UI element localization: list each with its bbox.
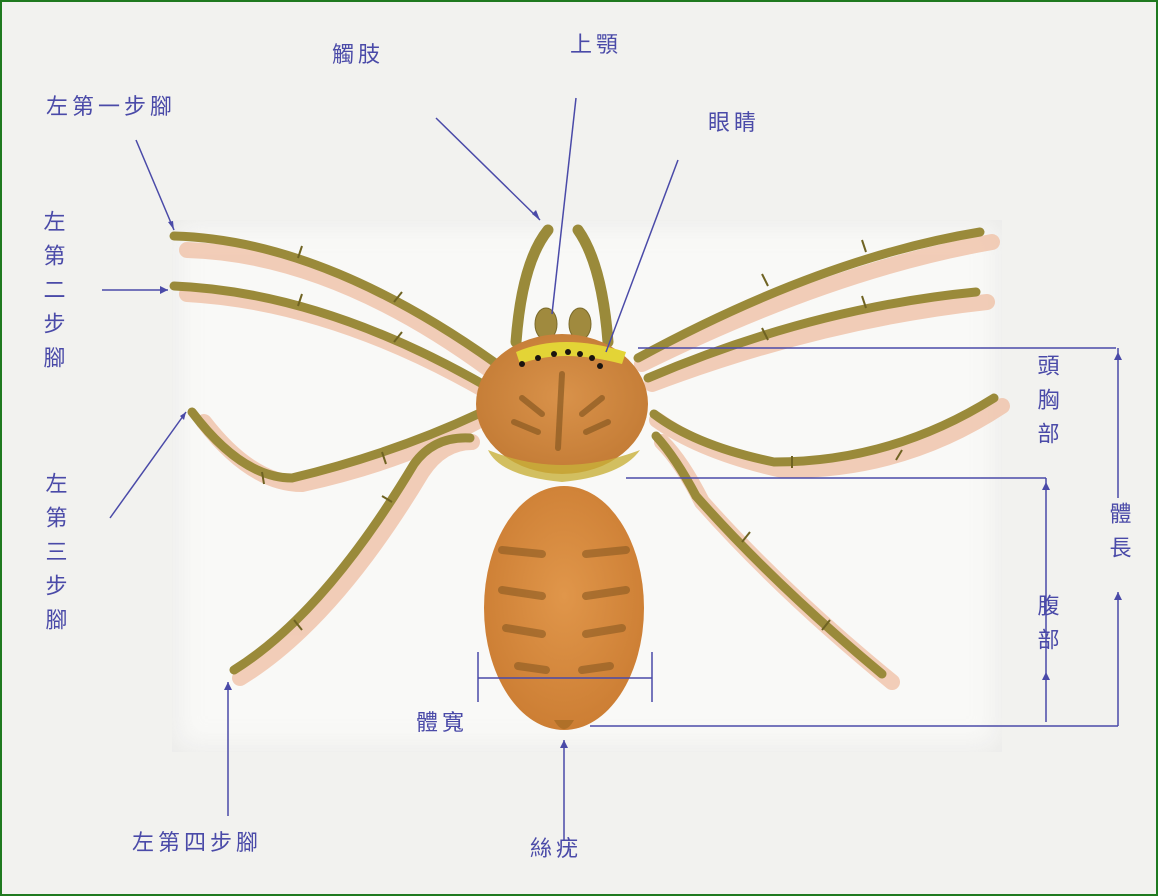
abdomen-shape [484, 486, 644, 730]
label-left-leg-4: 左第四步腳 [132, 830, 262, 858]
label-eyes: 眼睛 [708, 110, 760, 138]
label-spinneret: 絲疣 [530, 836, 582, 864]
label-left-leg-3: 左第三步腳 [40, 472, 68, 642]
label-left-leg-2: 左第二步腳 [38, 210, 66, 380]
pedipalps [516, 230, 608, 342]
label-pedipalp: 觸肢 [332, 42, 384, 70]
label-body-width: 體寬 [416, 710, 468, 738]
label-body-length: 體長 [1104, 502, 1132, 570]
label-abdomen: 腹部 [1032, 594, 1060, 662]
label-chelicera: 上顎 [570, 32, 622, 60]
label-left-leg-1: 左第一步腳 [46, 94, 176, 122]
label-cephalothorax: 頭胸部 [1032, 354, 1060, 456]
